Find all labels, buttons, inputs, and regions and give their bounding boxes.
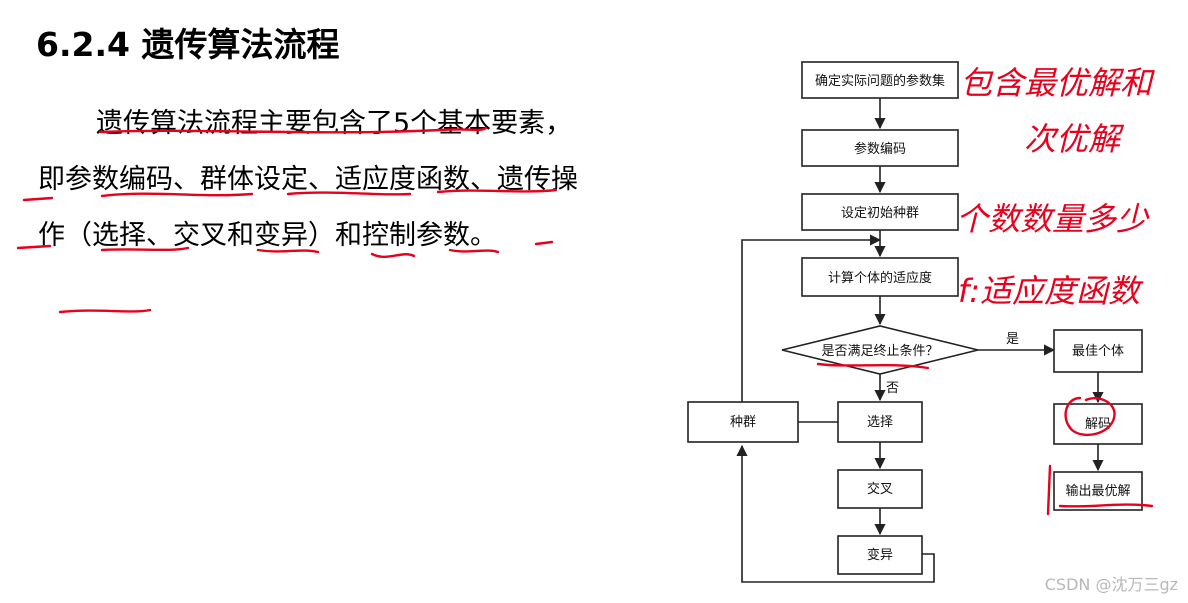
- svg-text:交叉: 交叉: [867, 481, 893, 497]
- underline-output: [1058, 503, 1154, 508]
- edge-label-no: 否: [886, 381, 899, 396]
- circle-decode: [1064, 396, 1116, 437]
- page-title: 6.2.4 遗传算法流程: [36, 25, 340, 64]
- underline-termination: [816, 362, 930, 370]
- svg-text:种群: 种群: [730, 415, 756, 430]
- node-selection: 选择: [837, 401, 923, 443]
- svg-text:输出最优解: 输出最优解: [1065, 483, 1130, 499]
- svg-text:设定初始种群: 设定初始种群: [841, 206, 919, 221]
- description-paragraph: 遗传算法流程主要包含了5个基本要素，即参数编码、群体设定、适应度函数、遗传操作（…: [38, 108, 578, 251]
- node-population: 种群: [687, 401, 799, 443]
- edge-label-yes: 是: [1006, 332, 1019, 347]
- flowchart-connectors: [736, 98, 1104, 583]
- node-mutation: 变异: [837, 535, 923, 575]
- annotation-best-and-suboptimal-line2: 次优解: [1024, 120, 1125, 158]
- handwritten-underlines: [16, 126, 558, 314]
- svg-text:最佳个体: 最佳个体: [1072, 344, 1124, 359]
- node-best-individual: 最佳个体: [1053, 329, 1143, 373]
- svg-text:确定实际问题的参数集: 确定实际问题的参数集: [815, 73, 945, 89]
- node-compute-fitness: 计算个体的适应度: [801, 257, 959, 297]
- svg-text:选择: 选择: [867, 415, 893, 430]
- annotation-best-and-suboptimal-line1: 包含最优解和: [960, 64, 1155, 102]
- svg-text:参数编码: 参数编码: [854, 141, 906, 157]
- node-termination-check: 是否满足终止条件？: [781, 325, 979, 375]
- watermark: CSDN @沈万三gz: [1044, 575, 1178, 594]
- svg-text:是否满足终止条件？: 是否满足终止条件？: [821, 343, 938, 359]
- node-determine-params: 确定实际问题的参数集: [801, 61, 959, 99]
- bracket-output: [1046, 464, 1052, 516]
- annotation-fitness-function: f:适应度函数: [958, 272, 1144, 310]
- node-init-population: 设定初始种群: [801, 193, 959, 231]
- node-param-encoding: 参数编码: [801, 129, 959, 167]
- svg-text:计算个体的适应度: 计算个体的适应度: [828, 270, 932, 286]
- annotation-population-size: 个数数量多少: [956, 200, 1150, 238]
- svg-text:变异: 变异: [867, 547, 893, 563]
- svg-text:解码: 解码: [1085, 417, 1111, 432]
- handwritten-annotations: 包含最优解和 次优解 个数数量多少 f:适应度函数: [816, 64, 1155, 516]
- node-crossover: 交叉: [837, 469, 923, 509]
